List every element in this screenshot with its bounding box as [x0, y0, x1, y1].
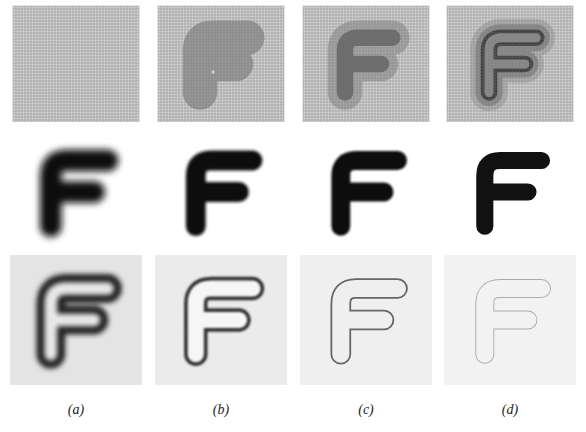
letter-panel — [341, 161, 398, 227]
edge-shape — [485, 289, 542, 355]
edge-panel — [444, 255, 576, 385]
edge-shape — [196, 289, 253, 355]
letter-shape — [196, 161, 253, 227]
panel-label: (c) — [356, 402, 376, 418]
grid-lines — [158, 6, 284, 122]
grid-panel — [447, 6, 573, 122]
edge-ground — [300, 255, 432, 385]
edge-panel — [10, 255, 142, 385]
edge-shape — [485, 289, 542, 355]
edge-shape — [51, 289, 108, 355]
edge-panel — [300, 255, 432, 385]
letter-shape — [51, 161, 108, 227]
panel-label: (d) — [500, 402, 520, 418]
grid-panel — [158, 6, 284, 122]
panel-label: (a) — [66, 402, 86, 418]
letter-panel — [485, 161, 542, 227]
panel-label: (b) — [211, 402, 231, 418]
letter-panel — [51, 161, 108, 227]
edge-panel — [155, 255, 287, 385]
edge-ground — [155, 255, 287, 385]
grid-ground — [13, 6, 139, 122]
grid-lines — [447, 6, 573, 122]
grid-lines — [13, 6, 139, 122]
letter-shape — [485, 161, 542, 227]
edge-ground — [444, 255, 576, 385]
grid-panel — [303, 6, 429, 122]
edge-ground — [10, 255, 142, 385]
letter-shape — [341, 161, 398, 227]
grid-panel — [13, 6, 139, 122]
edge-shape — [341, 289, 398, 355]
grid-ground — [447, 6, 573, 122]
grid-ground — [158, 6, 284, 122]
grid-lines — [303, 6, 429, 122]
grid-ground — [303, 6, 429, 122]
edge-shape — [341, 289, 398, 355]
edge-shape — [51, 289, 108, 355]
edge-shape — [196, 289, 253, 355]
letter-panel — [196, 161, 253, 227]
